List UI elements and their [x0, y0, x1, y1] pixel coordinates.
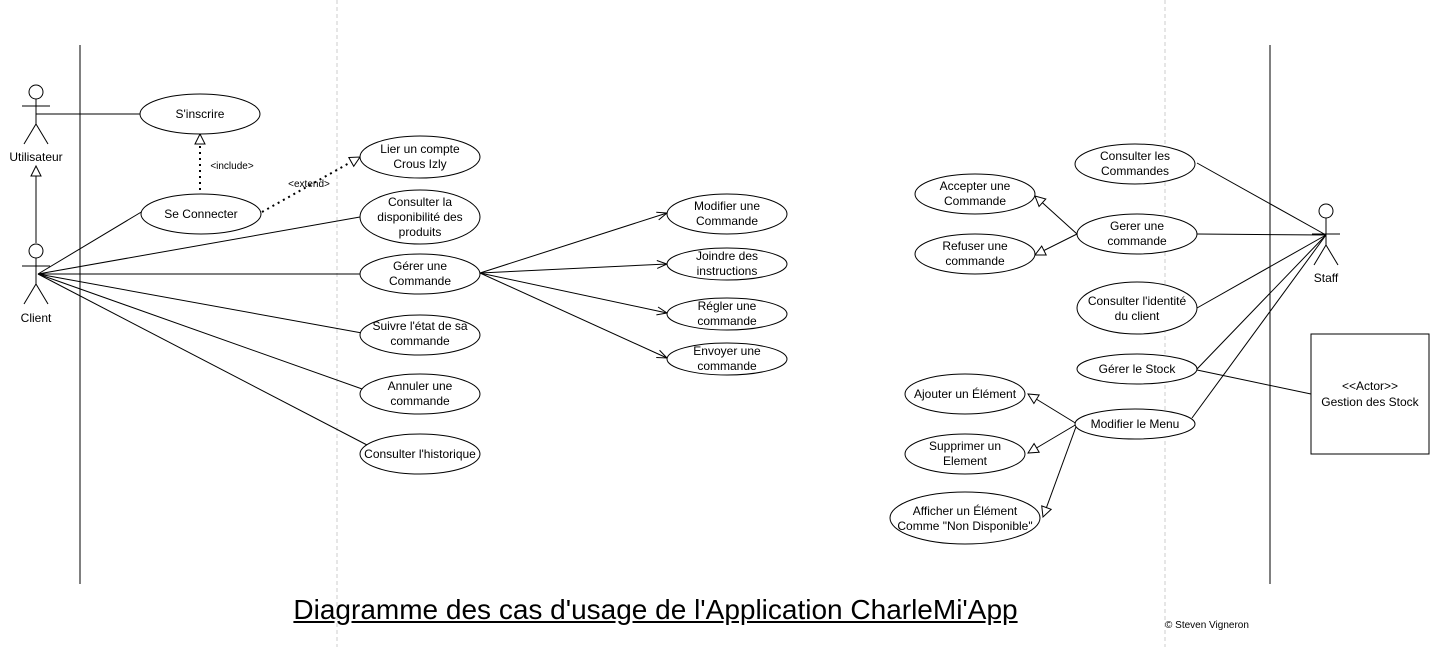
uc-label-accepter-1: Accepter une	[940, 179, 1011, 193]
actor-staff	[1312, 203, 1340, 266]
arrow-to-modifier-commande	[479, 213, 667, 274]
uc-envoyer[interactable]	[666, 342, 788, 376]
uc-label-consulter-dispo-1: Consulter la	[388, 195, 452, 209]
uc-label-ajouter: Ajouter un Élément	[914, 386, 1017, 401]
uc-label-refuser-1: Refuser une	[942, 239, 1008, 253]
uc-label-suivre-etat-1: Suivre l'état de sa	[372, 319, 467, 333]
uc-ajouter[interactable]	[904, 373, 1026, 415]
actor-utilisateur	[22, 84, 50, 145]
actor-label-staff: Staff	[1314, 271, 1339, 285]
arrow-to-afficher	[1043, 423, 1078, 517]
uc-label-modifier-menu: Modifier le Menu	[1091, 417, 1180, 431]
uc-label-lier-compte-2: Crous Izly	[393, 157, 446, 171]
uc-label-accepter-2: Commande	[944, 194, 1006, 208]
uc-label-identite-1: Consulter l'identité	[1088, 294, 1187, 308]
actor-gestion-stock-stereotype: <<Actor>>	[1342, 379, 1398, 393]
uc-gerer-commande-client[interactable]	[359, 253, 481, 295]
arrow-to-supprimer	[1028, 423, 1078, 453]
include-label: <include>	[210, 161, 254, 172]
uc-se-connecter[interactable]	[140, 193, 262, 235]
extend-label: <extend>	[288, 179, 330, 190]
actor-gestion-stock-box	[1310, 333, 1430, 455]
uc-label-envoyer-1: Envoyer une	[693, 344, 761, 358]
uc-label-refuser-2: commande	[945, 254, 1005, 268]
uc-consulter-dispo[interactable]	[359, 189, 481, 245]
uc-label-suivre-etat-2: commande	[390, 334, 450, 348]
uc-label-consulter-dispo-3: produits	[399, 225, 442, 239]
arrow-to-ajouter	[1028, 394, 1078, 425]
assoc-staff-gerer-commande	[1196, 233, 1327, 236]
uc-supprimer[interactable]	[904, 433, 1026, 475]
uc-label-consulter-commandes-1: Consulter les	[1100, 149, 1170, 163]
arrow-to-refuser	[1035, 233, 1078, 255]
uc-suivre-etat[interactable]	[359, 314, 481, 356]
uc-label-lier-compte-1: Lier un compte	[380, 142, 460, 156]
actor-gestion-stock-name: Gestion des Stock	[1321, 395, 1419, 409]
uc-label-annuler-2: commande	[390, 394, 450, 408]
uc-label-identite-2: du client	[1115, 309, 1160, 323]
uc-label-regler-1: Régler une	[698, 299, 757, 313]
uc-label-historique: Consulter l'historique	[364, 447, 476, 461]
assoc-client-consulter-dispo	[37, 216, 361, 275]
assoc-client-annuler	[37, 273, 366, 391]
uc-label-afficher-2: Comme "Non Disponible"	[897, 519, 1032, 533]
assoc-client-se-connecter	[37, 210, 144, 275]
uc-label-modifier-commande-1: Modifier une	[694, 199, 760, 213]
extend-arrow	[261, 156, 360, 213]
uc-label-consulter-dispo-2: disponibilité des	[377, 210, 462, 224]
assoc-client-historique	[37, 273, 368, 446]
uc-regler[interactable]	[666, 297, 788, 331]
actor-label-client: Client	[21, 311, 52, 325]
assoc-staff-modifier-menu	[1191, 234, 1327, 419]
uc-label-afficher-1: Afficher un Élément	[913, 503, 1018, 518]
uc-label-gerer-stock: Gérer le Stock	[1099, 362, 1177, 376]
uc-label-supprimer-2: Element	[943, 454, 988, 468]
uc-modifier-commande[interactable]	[666, 193, 788, 235]
uc-afficher[interactable]	[889, 491, 1041, 545]
uc-modifier-menu[interactable]	[1074, 408, 1196, 440]
uc-consulter-commandes[interactable]	[1074, 143, 1196, 185]
assoc-staff-consulter-commandes	[1196, 162, 1327, 236]
arrow-to-joindre	[479, 264, 667, 274]
uc-label-se-connecter: Se Connecter	[164, 207, 237, 221]
uc-identite[interactable]	[1076, 281, 1198, 335]
uc-label-gerer-commande-staff-2: commande	[1107, 234, 1167, 248]
uc-gerer-commande-staff[interactable]	[1076, 213, 1198, 255]
uc-label-joindre-1: Joindre des	[696, 249, 758, 263]
uc-label-annuler-1: Annuler une	[388, 379, 453, 393]
assoc-staff-identite	[1196, 234, 1327, 309]
actor-label-utilisateur: Utilisateur	[9, 150, 62, 164]
assoc-gerer-stock-gestion-stock	[1196, 369, 1312, 395]
assoc-client-suivre-etat	[37, 273, 363, 334]
uc-historique[interactable]	[359, 433, 481, 475]
uc-lier-compte[interactable]	[359, 135, 481, 179]
uc-refuser[interactable]	[914, 233, 1036, 275]
copyright-notice: © Steven Vigneron	[1165, 620, 1249, 631]
uc-annuler[interactable]	[359, 373, 481, 415]
uc-sinscrire[interactable]	[139, 93, 261, 135]
uc-label-regler-2: commande	[697, 314, 757, 328]
assoc-staff-gerer-stock	[1196, 234, 1327, 370]
uc-label-joindre-2: instructions	[697, 264, 758, 278]
arrow-to-accepter	[1035, 196, 1078, 235]
actor-client	[22, 243, 50, 305]
diagram-title: Diagramme des cas d'usage de l'Applicati…	[293, 594, 1018, 625]
arrow-to-regler	[479, 272, 667, 313]
uc-label-gerer-commande-client-2: Commande	[389, 274, 451, 288]
uc-joindre[interactable]	[666, 247, 788, 281]
arrow-to-envoyer	[479, 272, 667, 358]
uc-gerer-stock[interactable]	[1076, 353, 1198, 385]
uc-accepter[interactable]	[914, 173, 1036, 215]
uc-label-consulter-commandes-2: Commandes	[1101, 164, 1169, 178]
uc-label-envoyer-2: commande	[697, 359, 757, 373]
uc-label-sinscrire: S'inscrire	[176, 107, 225, 121]
uc-label-modifier-commande-2: Commande	[696, 214, 758, 228]
uc-label-gerer-commande-staff-1: Gerer une	[1110, 219, 1164, 233]
uc-label-gerer-commande-client-1: Gérer une	[393, 259, 447, 273]
uc-label-supprimer-1: Supprimer un	[929, 439, 1001, 453]
